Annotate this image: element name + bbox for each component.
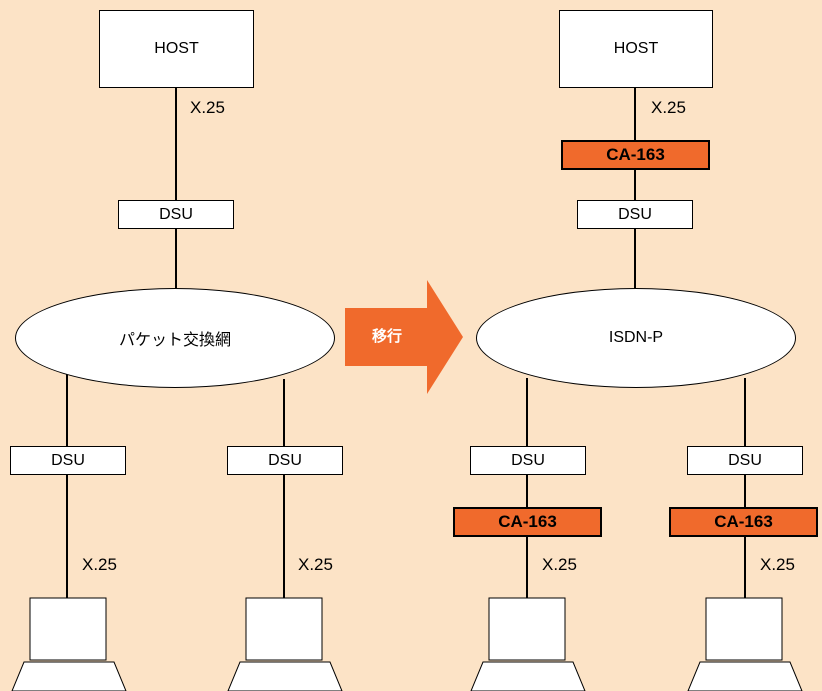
left-terminal-left-icon (11, 597, 127, 691)
left-dsu-right-box: DSU (227, 446, 343, 475)
right-host-label: HOST (613, 40, 659, 57)
right-ca-right-box: CA-163 (669, 507, 818, 537)
right-x25-top-label: X.25 (651, 98, 686, 117)
left-host-box: HOST (99, 10, 254, 88)
migration-arrow-label: 移行 (371, 328, 402, 345)
left-x25-left-label: X.25 (82, 555, 117, 574)
left-network-label: パケット交換網 (118, 332, 231, 349)
right-ca-top-label: CA-163 (606, 145, 665, 164)
right-network-cloud: ISDN-P (476, 288, 796, 388)
left-host-label: HOST (154, 40, 199, 57)
right-host-box: HOST (559, 10, 713, 88)
right-ca-right-label: CA-163 (714, 512, 773, 531)
left-dsu-top-box: DSU (118, 200, 234, 229)
right-dsu-top-box: DSU (577, 200, 693, 229)
migration-arrow-icon (345, 280, 463, 394)
left-dsu-left-box: DSU (10, 446, 126, 475)
right-ca-top-box: CA-163 (561, 140, 710, 170)
left-x25-right-label: X.25 (298, 555, 333, 574)
left-dsu-top-label: DSU (159, 205, 193, 223)
right-x25-right-label: X.25 (760, 555, 795, 574)
right-x25-left-label: X.25 (542, 555, 577, 574)
left-terminal-right-icon (227, 597, 343, 691)
right-dsu-left-label: DSU (511, 451, 545, 469)
right-dsu-right-box: DSU (687, 446, 803, 475)
right-dsu-left-box: DSU (470, 446, 586, 475)
right-dsu-right-label: DSU (728, 451, 762, 469)
left-network-cloud: パケット交換網 (15, 288, 335, 388)
left-dsu-left-label: DSU (51, 451, 85, 469)
right-terminal-right-icon (687, 597, 803, 691)
left-x25-top-label: X.25 (190, 98, 225, 117)
right-network-label: ISDN-P (608, 329, 664, 346)
right-dsu-top-label: DSU (618, 205, 652, 223)
right-ca-left-label: CA-163 (498, 512, 557, 531)
right-terminal-left-icon (470, 597, 586, 691)
left-dsu-right-label: DSU (268, 451, 302, 469)
right-ca-left-box: CA-163 (453, 507, 602, 537)
